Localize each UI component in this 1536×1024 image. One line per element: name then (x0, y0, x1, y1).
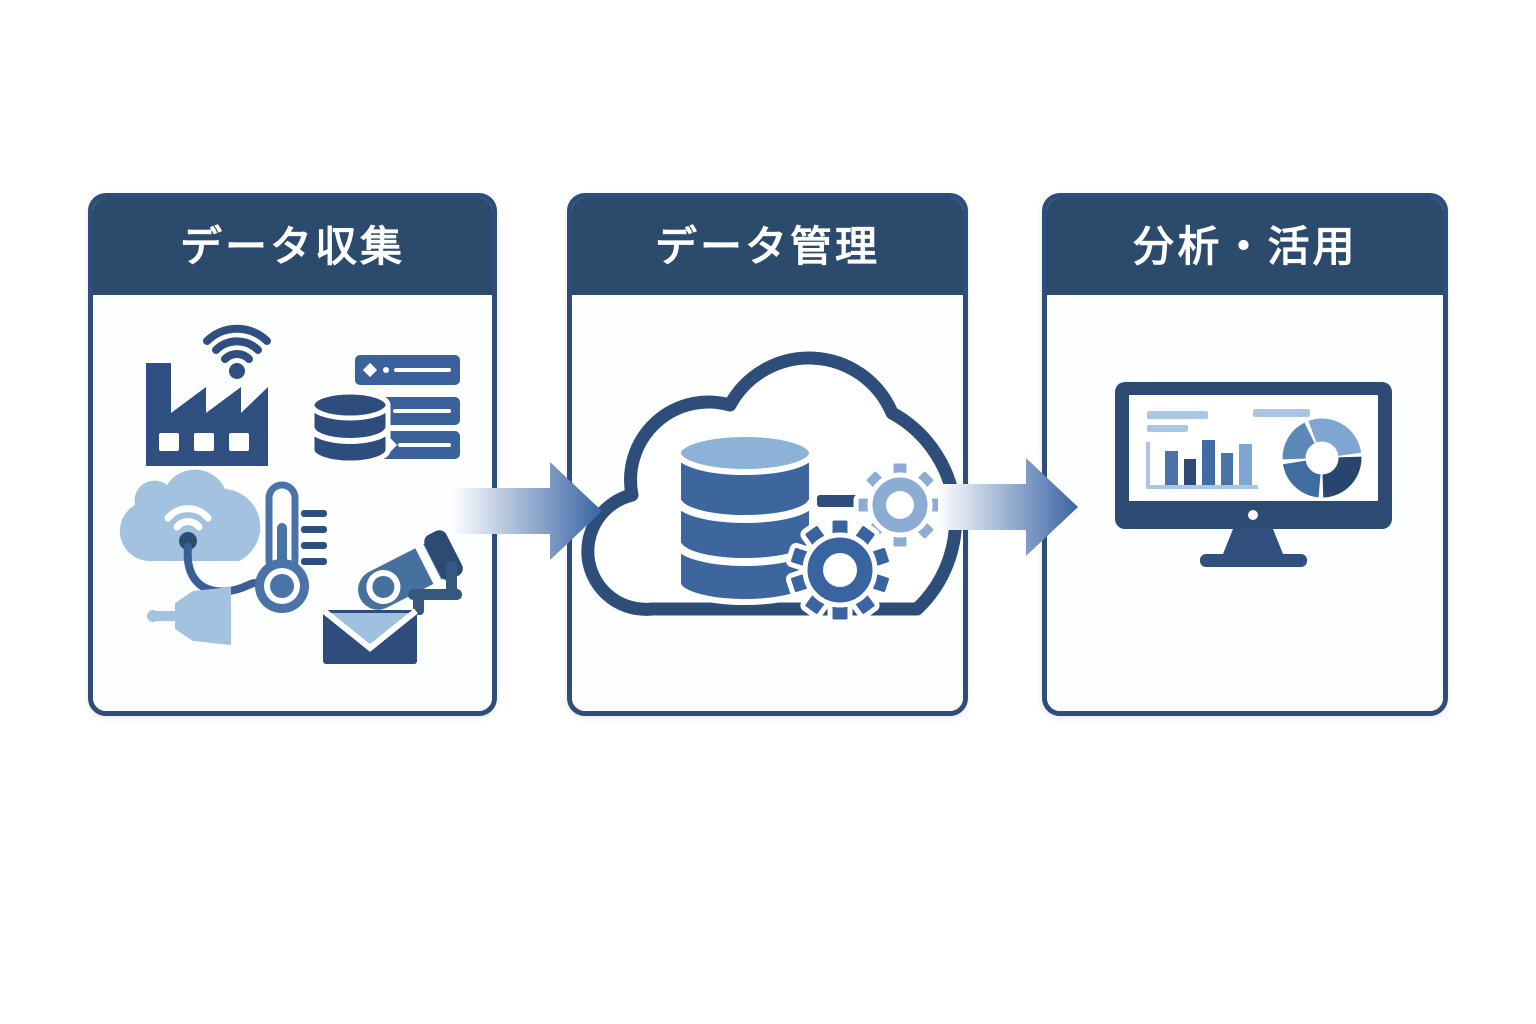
panel-data-collection: データ収集 (88, 193, 497, 716)
panel-analysis-utilization: 分析・活用 (1042, 193, 1448, 716)
factory-iot-icon (146, 324, 271, 466)
panel-body-data-collection (93, 295, 492, 706)
cloud-database-illustration (581, 351, 962, 625)
panel-header-data-management: データ管理 (572, 198, 963, 295)
gear-small-icon (853, 458, 947, 552)
panel-body-analysis-utilization (1047, 295, 1443, 706)
panel-title-data-collection: データ収集 (179, 222, 405, 270)
panel-header-analysis-utilization: 分析・活用 (1047, 198, 1443, 295)
cloud-wifi-sensor-icon (119, 469, 264, 596)
panel-body-data-management (572, 295, 963, 706)
connector-dash (817, 495, 859, 507)
panel-header-data-collection: データ収集 (93, 198, 492, 295)
panel-title-analysis-utilization: 分析・活用 (1132, 222, 1358, 270)
panel-title-data-management: データ管理 (654, 222, 880, 270)
thermometer-icon (255, 481, 327, 613)
database-cylinder-icon (309, 389, 391, 466)
gear-large-icon (785, 515, 895, 625)
dashboard-monitor-illustration (1115, 382, 1392, 567)
wifi-icon (203, 324, 271, 363)
dashboard-header-bars (1147, 409, 1310, 432)
data-sources-illustration (119, 324, 463, 664)
sensor-nozzle-icon (147, 587, 231, 645)
bar-chart-icon (1146, 440, 1258, 489)
security-camera-icon (358, 530, 463, 615)
flow-arrow-management-to-analysis (938, 458, 1078, 556)
panel-data-management: データ管理 (567, 193, 968, 716)
flow-arrow-collection-to-management (452, 462, 602, 560)
mail-icon (322, 608, 418, 664)
server-database-icon (309, 355, 460, 466)
database-icon (674, 431, 816, 605)
